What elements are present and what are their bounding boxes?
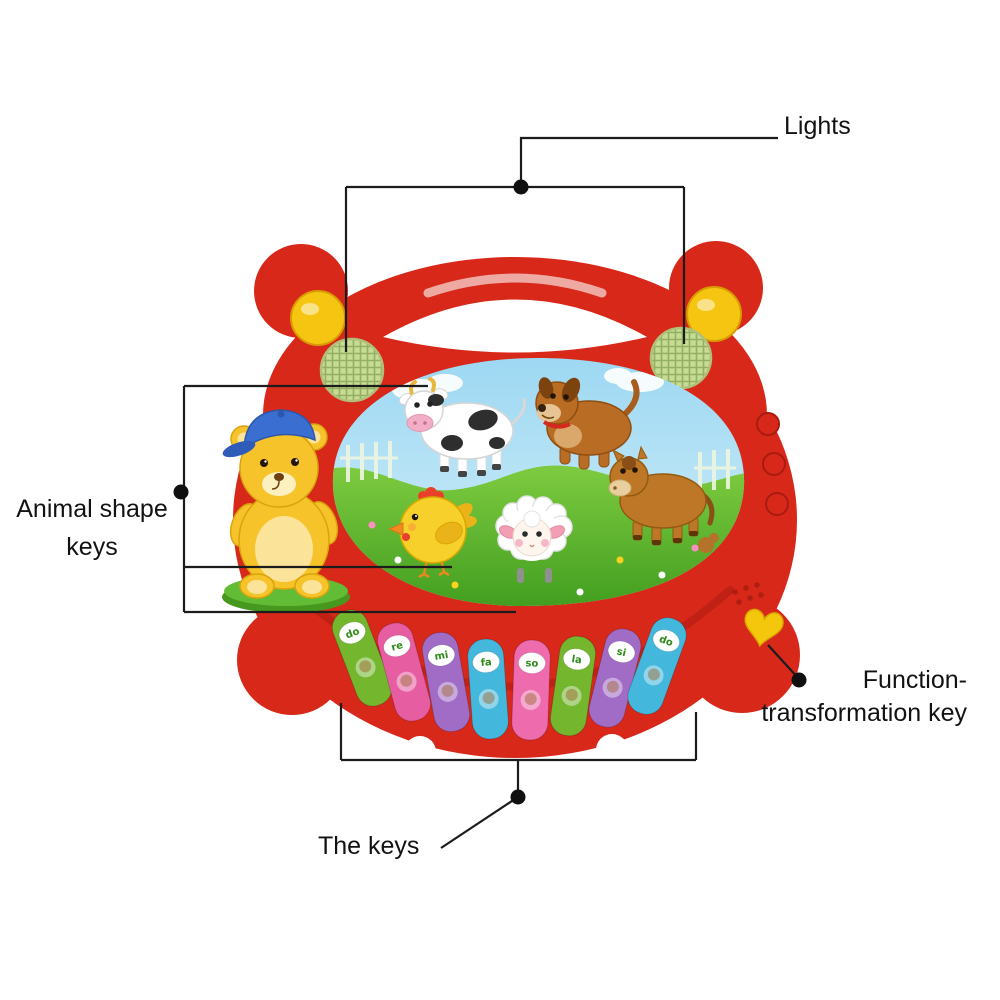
dog-icon (535, 377, 640, 470)
key-note-label: si (615, 646, 627, 659)
key-note-label: re (390, 640, 404, 654)
horse-icon (608, 445, 715, 546)
squirrel-icon (698, 533, 719, 553)
side-ridge (765, 492, 789, 516)
animal-keys-line1: Animal shape (16, 495, 168, 523)
callout-label-animal-keys: Animal shape keys (8, 490, 176, 566)
bear-cap-icon (243, 409, 316, 450)
callout-lines (173, 136, 807, 849)
fence-icon (340, 441, 736, 492)
piano-key-5: so (511, 639, 551, 741)
bottom-notch (404, 736, 436, 768)
sheep-icon (495, 495, 573, 583)
cow-icon (398, 377, 526, 477)
callout-label-lights: Lights (784, 112, 851, 140)
piano-key-8: do (627, 617, 687, 715)
bear-icon (222, 409, 350, 613)
piano-key-4: fa (467, 638, 509, 740)
piano-key-2: re (376, 622, 432, 722)
top-button-left (290, 290, 346, 346)
heart-function-key (744, 608, 784, 648)
callout-line-function-key (767, 644, 800, 680)
bottom-notch (596, 734, 628, 766)
speaker-dots (732, 582, 764, 605)
top-button-right (686, 286, 742, 342)
chicken-icon (387, 487, 477, 579)
callout-dot-the-keys (510, 789, 526, 805)
function-key-line1: Function- (862, 666, 967, 694)
speaker-light-left (319, 337, 385, 403)
handle-highlight (423, 273, 607, 298)
callout-dot-lights (513, 179, 529, 195)
key-note-label: so (525, 658, 538, 669)
callout-line-animal-keys (182, 384, 516, 614)
flowers-icon (368, 521, 699, 596)
bottom-lobe-left (237, 605, 347, 715)
piano-key-1: do (331, 609, 393, 707)
piano-key-3: mi (421, 631, 471, 733)
side-ridge (756, 412, 780, 436)
piano-key-7: si (588, 628, 642, 728)
key-note-label: do (657, 634, 674, 649)
key-note-label: la (571, 654, 583, 666)
piano-key-6: la (549, 635, 597, 737)
handle-opening (383, 299, 647, 353)
side-ridge (762, 452, 786, 476)
callout-dot-function-key (791, 672, 807, 688)
callout-label-function-key: Function- transformation key (761, 664, 967, 730)
function-key-line2: transformation key (761, 699, 967, 727)
callout-line-the-keys (339, 703, 698, 849)
key-note-label: mi (434, 650, 450, 663)
callout-dot-animal-keys (173, 484, 189, 500)
key-note-label: fa (480, 657, 492, 669)
piano-keyboard: do re mi fa so (331, 609, 687, 741)
animal-keys-line2: keys (66, 533, 118, 561)
callout-label-the-keys: The keys (318, 832, 420, 860)
key-note-label: do (344, 626, 361, 641)
